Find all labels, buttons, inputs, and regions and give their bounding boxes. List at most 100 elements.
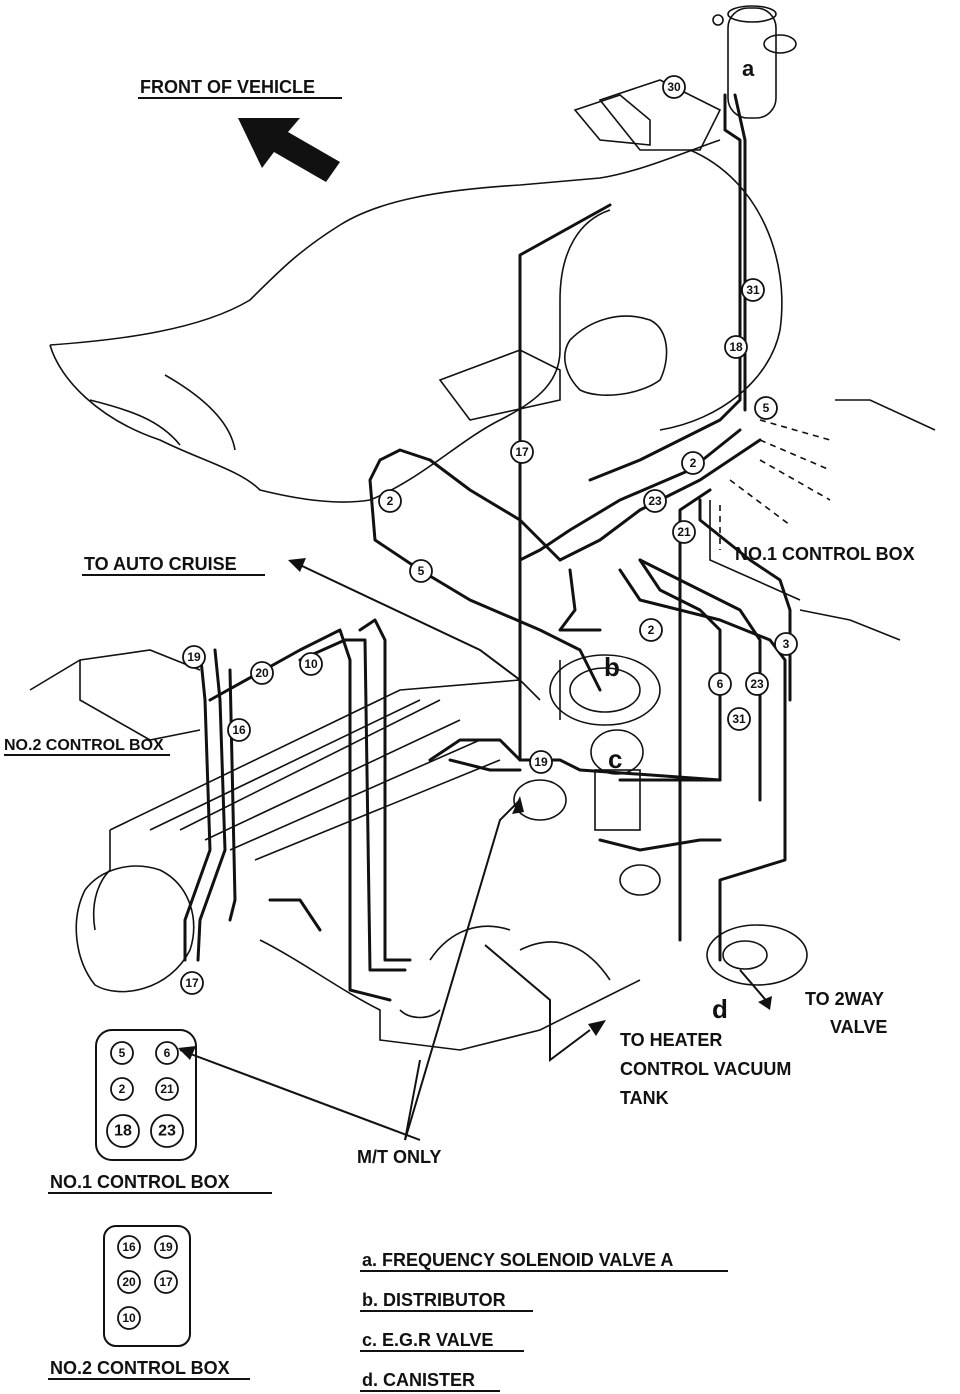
svg-text:21: 21	[160, 1082, 174, 1096]
svg-text:19: 19	[534, 755, 548, 769]
callout-d: d	[712, 994, 728, 1024]
svg-text:5: 5	[119, 1046, 126, 1060]
port-5: 5	[110, 1041, 134, 1065]
canister-d	[706, 924, 808, 986]
svg-text:19: 19	[159, 1240, 173, 1254]
svg-text:16: 16	[232, 723, 246, 737]
legend-item-a: a. FREQUENCY SOLENOID VALVE A	[362, 1250, 673, 1270]
no1-control-box-inset-title: NO.1 CONTROL BOX	[50, 1172, 230, 1192]
frequency-solenoid-valve-a	[712, 5, 797, 119]
hose-tag-16: 16	[227, 718, 251, 742]
svg-text:23: 23	[648, 494, 662, 508]
hose-tag-23: 23	[643, 489, 667, 513]
hose-tag-5: 5	[409, 559, 433, 583]
vacuum-hoses-upper	[368, 93, 792, 962]
hose-tag-5: 5	[754, 396, 778, 420]
svg-text:18: 18	[729, 340, 743, 354]
front-arrow-icon	[238, 118, 340, 182]
port-21: 21	[155, 1077, 179, 1101]
body-outline-right	[835, 399, 936, 431]
svg-text:17: 17	[159, 1275, 173, 1289]
to-auto-cruise-label: TO AUTO CRUISE	[84, 554, 237, 574]
svg-text:2: 2	[690, 456, 697, 470]
egr-valve-c	[513, 729, 661, 896]
engine-block	[29, 649, 641, 1051]
svg-text:10: 10	[122, 1311, 136, 1325]
hose-tag-17: 17	[510, 440, 534, 464]
callout-a: a	[742, 56, 755, 81]
svg-text:6: 6	[717, 677, 724, 691]
port-17: 17	[154, 1270, 178, 1294]
svg-text:2: 2	[119, 1082, 126, 1096]
control-box-1-outline	[709, 500, 801, 601]
to-heater-label-1: TO HEATER	[620, 1030, 722, 1050]
hose-tag-30: 30	[662, 75, 686, 99]
to-heater-label-2: CONTROL VACUUM	[620, 1059, 791, 1079]
no1-control-box-label: NO.1 CONTROL BOX	[735, 544, 915, 564]
to-heater-label-3: TANK	[620, 1088, 669, 1108]
hose-tag-31: 31	[727, 707, 751, 731]
callout-c: c	[608, 744, 622, 774]
hose-tag-31: 31	[741, 278, 765, 302]
hose-tag-6: 6	[708, 672, 732, 696]
distributor-b	[549, 654, 661, 726]
hose-tag-3: 3	[774, 632, 798, 656]
svg-text:23: 23	[158, 1123, 176, 1140]
svg-text:3: 3	[783, 637, 790, 651]
body-outline-right-lower	[799, 609, 901, 641]
svg-text:17: 17	[185, 976, 199, 990]
port-16: 16	[117, 1235, 141, 1259]
hose-tag-21: 21	[672, 520, 696, 544]
intake-plenum	[49, 79, 783, 503]
hose-tag-17: 17	[180, 971, 204, 995]
port-6: 6	[155, 1041, 179, 1065]
svg-text:30: 30	[667, 80, 681, 94]
svg-text:31: 31	[746, 283, 760, 297]
port-10: 10	[117, 1306, 141, 1330]
svg-text:19: 19	[187, 650, 201, 664]
front-of-vehicle-label: FRONT OF VEHICLE	[140, 77, 315, 97]
svg-text:20: 20	[122, 1275, 136, 1289]
hose-tag-2: 2	[639, 618, 663, 642]
to-2way-valve-label-2: VALVE	[830, 1017, 887, 1037]
hose-tag-10: 10	[299, 652, 323, 676]
hose-tag-19: 19	[182, 645, 206, 669]
port-19: 19	[154, 1235, 178, 1259]
no2-control-box-inset-title: NO.2 CONTROL BOX	[50, 1358, 230, 1378]
svg-text:21: 21	[677, 525, 691, 539]
svg-text:18: 18	[114, 1123, 132, 1140]
svg-text:10: 10	[304, 657, 318, 671]
hose-tag-20: 20	[250, 661, 274, 685]
mt-only-label: M/T ONLY	[357, 1147, 441, 1167]
svg-text:23: 23	[750, 677, 764, 691]
hose-tag-2: 2	[378, 489, 402, 513]
svg-text:6: 6	[164, 1046, 171, 1060]
svg-text:5: 5	[763, 401, 770, 415]
port-2: 2	[110, 1077, 134, 1101]
hose-tag-18: 18	[724, 335, 748, 359]
hose-tag-19: 19	[529, 750, 553, 774]
no1-control-box-inset: 5 6 2 21 18 23	[95, 1029, 197, 1161]
pointer-arrows	[178, 558, 606, 1141]
svg-text:31: 31	[732, 712, 746, 726]
port-23: 23	[150, 1114, 184, 1148]
svg-text:5: 5	[418, 564, 425, 578]
hose-tag-2: 2	[681, 451, 705, 475]
hose-tag-23: 23	[745, 672, 769, 696]
vacuum-hoses-lower	[183, 618, 722, 1002]
svg-text:17: 17	[515, 445, 529, 459]
no2-control-box-label: NO.2 CONTROL BOX	[4, 737, 164, 754]
svg-text:2: 2	[387, 494, 394, 508]
to-2way-valve-label-1: TO 2WAY	[805, 989, 884, 1009]
svg-text:2: 2	[648, 623, 655, 637]
legend-item-c: c. E.G.R VALVE	[362, 1330, 493, 1350]
callout-b: b	[604, 652, 620, 682]
svg-text:20: 20	[255, 666, 269, 680]
no1-control-box-ports	[719, 419, 831, 550]
legend-item-b: b. DISTRIBUTOR	[362, 1290, 506, 1310]
port-18: 18	[106, 1114, 140, 1148]
no2-control-box-inset: 16 19 20 17 10	[103, 1225, 191, 1347]
legend-item-d: d. CANISTER	[362, 1370, 475, 1390]
